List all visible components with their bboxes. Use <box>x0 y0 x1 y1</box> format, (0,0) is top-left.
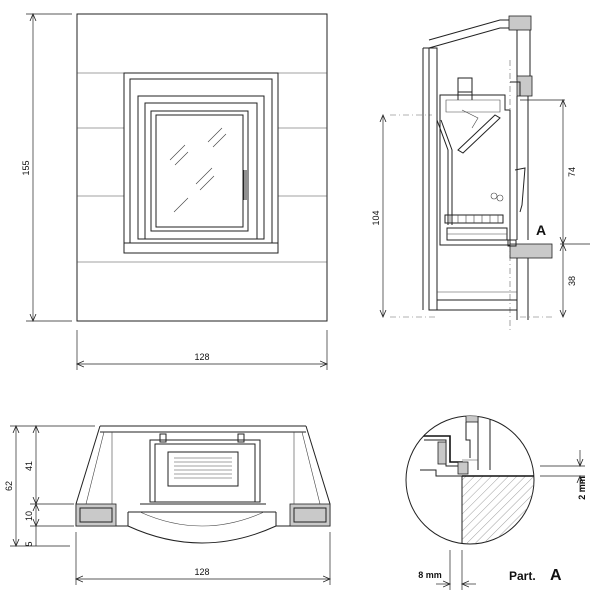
plan-depth-dim: 62 <box>4 481 14 491</box>
detail-marker-a: A <box>536 222 546 238</box>
side-section-view: 104 74 38 A <box>371 15 590 330</box>
part-label: Part. <box>509 569 536 583</box>
side-total-height-dim: 104 <box>371 210 381 225</box>
plan-width-dim: 128 <box>194 567 209 577</box>
front-height-dim: 155 <box>21 160 31 175</box>
side-lower-dim: 38 <box>567 276 577 286</box>
front-width-dim: 128 <box>194 352 209 362</box>
detail-a-view: 2 mm 8 mm Part. A <box>405 415 587 590</box>
plan-5-dim: 5 <box>24 541 34 546</box>
plan-view: 62 41 10 5 128 <box>4 426 330 585</box>
side-upper-dim: 74 <box>567 167 577 177</box>
part-letter: A <box>550 567 562 584</box>
plan-inner-depth-dim: 41 <box>24 461 34 471</box>
detail-vertical-dim: 2 mm <box>577 476 587 500</box>
front-view: 155 128 <box>21 14 327 370</box>
plan-10-dim: 10 <box>24 511 34 521</box>
detail-horizontal-dim: 8 mm <box>418 570 442 580</box>
